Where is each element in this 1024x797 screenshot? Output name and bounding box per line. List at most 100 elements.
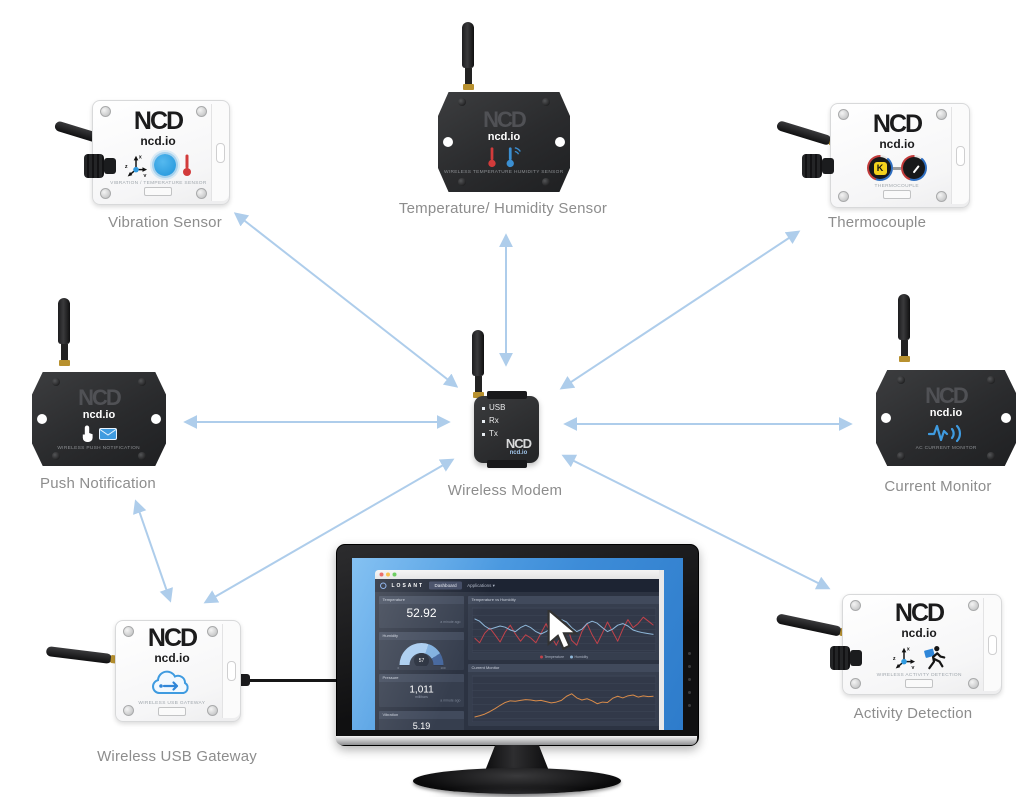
screw [100, 106, 111, 117]
mount-hole [443, 137, 453, 147]
device-caption: THERMOCOUPLE [874, 183, 920, 189]
browser-scrollbar[interactable] [659, 570, 664, 730]
rx-led [482, 419, 485, 423]
ncd-site-text: ncd.io [879, 136, 915, 151]
chart-legend: Temperature Humidity [468, 654, 660, 660]
touch-hand-icon [82, 425, 93, 443]
screw [542, 178, 551, 186]
device-tag [883, 190, 911, 200]
device-thermocouple: NCD ncd.io K THERMOCOUPLE [830, 103, 970, 208]
minimize-window-button[interactable] [386, 572, 390, 577]
close-window-button[interactable] [379, 572, 384, 577]
cable-gland [830, 646, 862, 670]
chart-panel-current-monitor: Current Monitor [468, 664, 660, 726]
ncd-logo: NCD [894, 598, 945, 627]
rx-led-label: Rx [489, 416, 499, 425]
panel-title: Vibration [379, 711, 464, 719]
svg-text:z: z [893, 656, 896, 662]
running-person-icon [924, 646, 946, 670]
monitor-reflection [428, 788, 606, 797]
device-tag [905, 679, 933, 689]
svg-text:x: x [139, 155, 143, 161]
humidity-icon [506, 147, 521, 168]
panel-vibration: Vibration 5.19 g [379, 711, 464, 730]
mount-hole [37, 414, 47, 424]
screw [123, 705, 134, 716]
screw [897, 376, 905, 384]
screw [897, 452, 905, 460]
gauge-min: 0 [397, 667, 400, 670]
losant-logo-icon [380, 582, 387, 589]
screw [123, 626, 134, 637]
screw [987, 452, 995, 460]
mount-tab [486, 460, 527, 468]
screw [196, 188, 207, 199]
ncd-site-text: ncd.io [82, 408, 116, 421]
usb-led-label: USB [489, 403, 506, 412]
antenna [462, 22, 474, 90]
device-caption: AC CURRENT MONITOR [915, 445, 977, 451]
screw [968, 600, 979, 611]
vibration-value: 5.19 [412, 721, 431, 730]
label-thermocouple: Thermocouple [827, 214, 927, 231]
xyz-axis-icon: x z y [893, 647, 915, 669]
envelope-icon [99, 428, 117, 441]
screw [936, 191, 947, 202]
device-current-monitor: NCD ncd.io AC CURRENT MONITOR [876, 370, 1016, 466]
zoom-window-button[interactable] [392, 572, 397, 577]
screw [207, 705, 218, 716]
screw [850, 678, 861, 689]
usb-led [482, 406, 485, 410]
antenna [472, 330, 484, 398]
mounting-flange [983, 598, 1001, 691]
screw [838, 191, 849, 202]
ncd-logo: NCD [78, 384, 122, 410]
arrow-vibration-modem [233, 212, 459, 388]
screw [52, 452, 61, 460]
ncd-site-text: ncd.io [154, 651, 190, 666]
label-activity-detection: Activity Detection [853, 705, 973, 722]
screw [100, 188, 111, 199]
ncd-logo: NCD [872, 109, 923, 138]
panel-footer: a minute ago [440, 699, 461, 703]
screw [987, 376, 995, 384]
device-caption: WIRELESS TEMPERATURE HUMIDITY SENSOR [444, 169, 564, 175]
label-wireless-usb-gateway: Wireless USB Gateway [97, 748, 257, 765]
screw [457, 178, 466, 186]
label-current-monitor: Current Monitor [884, 478, 992, 495]
temperature-value: 52.92 [406, 606, 437, 621]
label-temperature-humidity: Temperature/ Humidity Sensor [398, 200, 608, 217]
vibration-icon [154, 154, 176, 177]
cable-gland [802, 154, 834, 178]
ncd-site-text: ncd.io [509, 450, 528, 456]
screw [52, 378, 61, 386]
screw [137, 378, 146, 386]
device-vibration-sensor: NCD ncd.io x z y [92, 100, 230, 205]
screw [196, 106, 207, 117]
label-wireless-modem: Wireless Modem [447, 482, 563, 499]
keyhole-slot [988, 634, 997, 655]
menu-applications[interactable]: Applications ▾ [467, 582, 495, 588]
ncd-site-text: ncd.io [487, 130, 521, 143]
panel-footer: a minute ago [440, 620, 461, 625]
mount-hole [1001, 413, 1011, 423]
arrow-thermocouple-modem [559, 230, 801, 390]
current-monitor-chart [472, 675, 656, 722]
ncd-logo: NCD [483, 106, 527, 132]
mouse-cursor-icon [547, 610, 580, 650]
ncd-logo: NCD [147, 624, 198, 653]
k-type-connector-icon: K [867, 155, 893, 182]
chart-title: Temperature vs Humidity [468, 596, 660, 604]
pressure-value: 1,011 [409, 684, 434, 695]
keyhole-slot [216, 142, 225, 163]
device-wireless-modem: USB Rx Tx NCD ncd.io [474, 391, 539, 468]
screw [838, 109, 849, 120]
screw [968, 678, 979, 689]
tab-dashboard[interactable]: Dashboard [429, 581, 463, 590]
ncd-logo: NCD [925, 382, 969, 408]
device-activity-detection: NCD ncd.io x z y [842, 594, 1002, 695]
screw [850, 600, 861, 611]
monitor-control-buttons[interactable] [688, 652, 691, 707]
antenna [898, 294, 910, 362]
